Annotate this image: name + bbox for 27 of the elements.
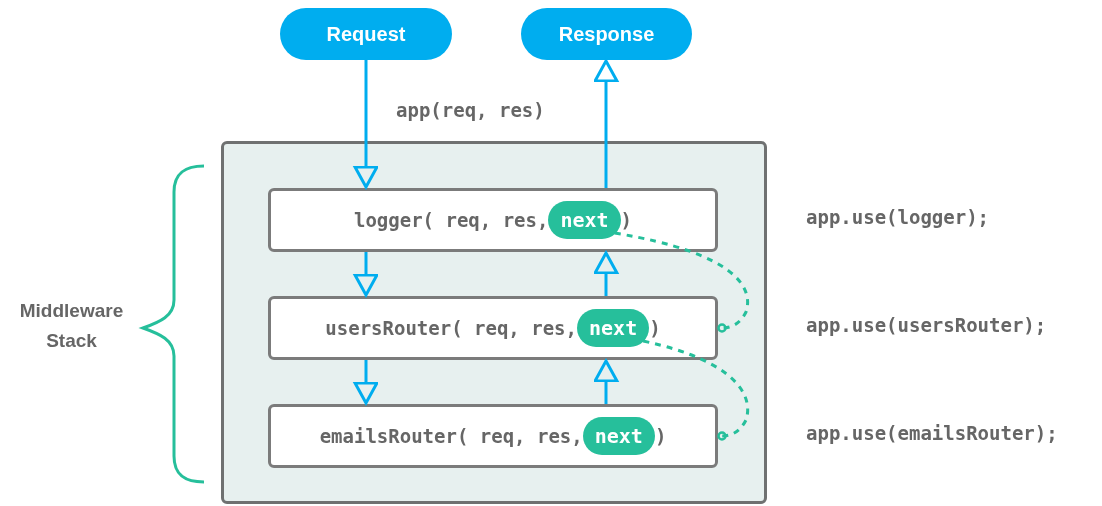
next-pill: next bbox=[548, 201, 621, 239]
arrow bbox=[353, 252, 379, 297]
terminal-pill: Request bbox=[280, 8, 452, 60]
dashed-connector bbox=[614, 231, 749, 333]
bracket-label: Middleware Stack bbox=[18, 299, 125, 353]
dashed-connector bbox=[642, 339, 750, 441]
code-text: ) bbox=[654, 423, 667, 449]
terminal-pill: Response bbox=[521, 8, 692, 60]
code-text: ) bbox=[649, 315, 661, 341]
arrow bbox=[353, 360, 379, 405]
code-text: emailsRouter( req, res, bbox=[319, 423, 583, 449]
middleware-box bbox=[268, 296, 718, 360]
code-text: ) bbox=[620, 207, 633, 233]
arrow bbox=[593, 251, 619, 296]
middleware-container bbox=[221, 141, 767, 504]
arrow bbox=[593, 359, 619, 404]
next-pill: next bbox=[577, 309, 650, 347]
arrow bbox=[593, 59, 619, 188]
middleware-box bbox=[268, 404, 718, 468]
code-label: app.use(usersRouter); bbox=[806, 313, 1048, 338]
middleware-box bbox=[268, 188, 718, 252]
code-text: logger( req, res, bbox=[353, 207, 549, 233]
code-label: app.use(logger); bbox=[806, 205, 991, 230]
code-text: usersRouter( req, res, bbox=[325, 315, 577, 341]
code-label: app.use(emailsRouter); bbox=[806, 421, 1059, 446]
next-pill: next bbox=[582, 417, 655, 455]
arrow bbox=[353, 60, 379, 189]
